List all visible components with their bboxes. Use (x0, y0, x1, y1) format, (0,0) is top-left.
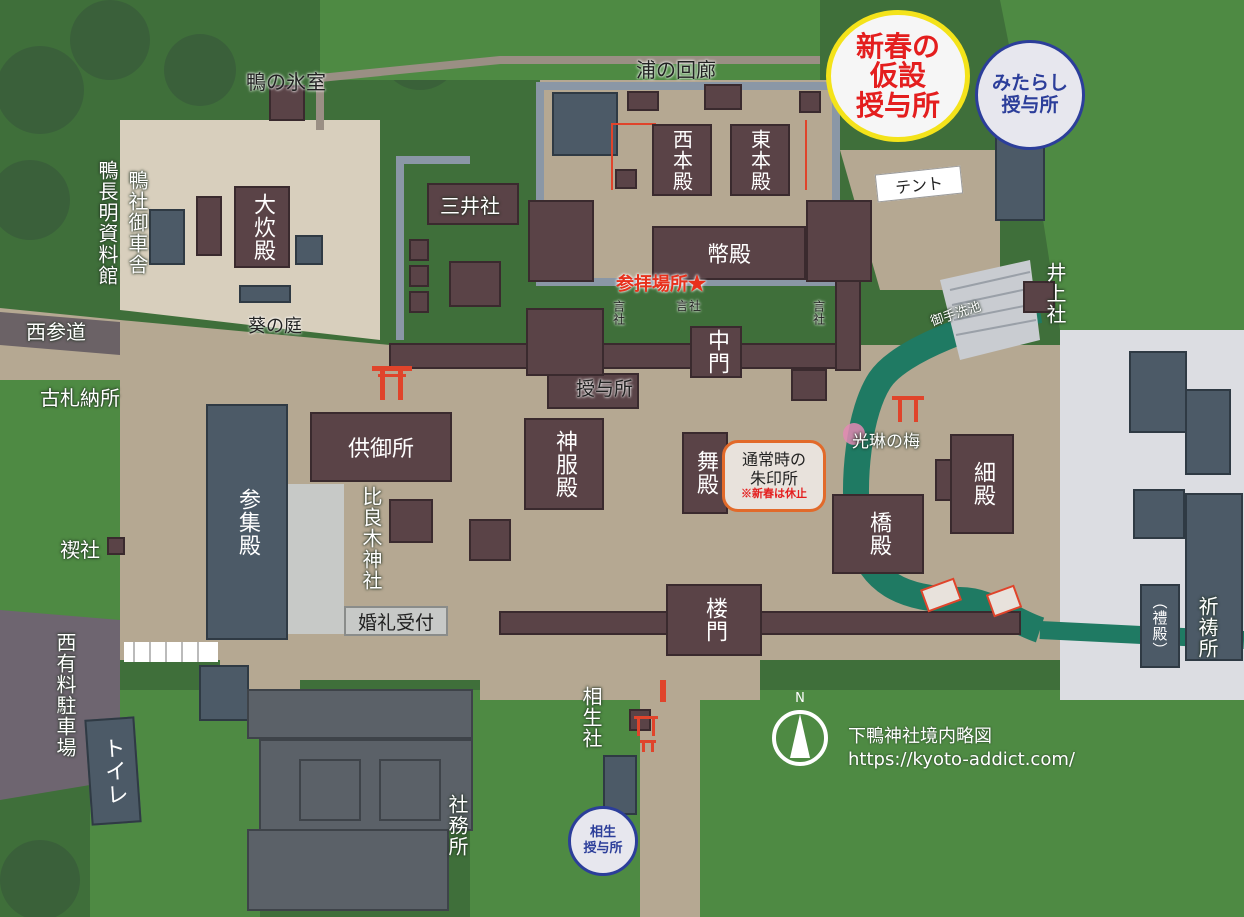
oidono-building: 大炊殿 (234, 186, 290, 268)
romon-building: 楼門 (666, 584, 762, 656)
sanshuden-label: 参集殿 (235, 487, 260, 557)
higashi-honden-building: 東本殿 (730, 124, 790, 196)
raiden-label: （禮殿） (1150, 594, 1169, 658)
kugosho-building: 供御所 (310, 412, 452, 482)
gensha-label-3: 言社 (811, 300, 826, 326)
mitarashi-line1: みたらし (991, 72, 1068, 95)
kitoujo-building: （禮殿） (1140, 584, 1180, 668)
heiden-label: 幣殿 (706, 243, 751, 268)
romon-label: 楼門 (702, 597, 727, 643)
parking-label: 西有料駐車場 (53, 632, 77, 758)
aioi-line1: 相生 (589, 825, 616, 841)
aioi-line2: 授与所 (583, 841, 623, 856)
konrei-uketsuke: 婚礼受付 (344, 606, 448, 636)
shinpuku-label: 神服殿 (552, 429, 577, 499)
hosodono-building: 細殿 (950, 434, 1014, 534)
gensha-label-1: 言社 (611, 300, 626, 326)
maidono-label: 舞殿 (693, 450, 718, 496)
toilet-building: トイレ (84, 716, 142, 826)
shuin-note: ※新春は休止 (741, 487, 807, 501)
new-year-line3: 授与所 (855, 88, 940, 122)
nishi-honden-label: 西本殿 (669, 128, 694, 192)
shuin-line1: 通常時の (741, 450, 806, 470)
juyosho-label: 授与所 (576, 378, 634, 400)
mitarashi-line2: 授与所 (1001, 94, 1059, 116)
east-hall-building (806, 200, 872, 282)
tent-text: テント (894, 173, 945, 198)
aoi-niwa-label: 葵の庭 (248, 316, 302, 337)
higashi-honden-label: 東本殿 (747, 128, 772, 192)
aioi-callout: 相生 授与所 (568, 806, 638, 876)
toilet-label: トイレ (98, 735, 129, 807)
kourin-label: 光琳の梅 (852, 432, 920, 452)
inoue-label: 井上社 (1043, 262, 1067, 325)
hiragi-label: 比良木神社 (359, 486, 383, 591)
konrei-label: 婚礼受付 (357, 611, 434, 634)
hashidono-building: 橋殿 (832, 494, 924, 574)
map-title: 下鴨神社境内略図 (848, 726, 992, 747)
hosodono-label: 細殿 (970, 461, 995, 507)
oidono-label: 大炊殿 (250, 192, 275, 262)
kitoujo-label: 祈祷所 (1195, 596, 1219, 659)
misogi-label: 禊社 (60, 538, 100, 562)
gensha-label-2: 言社 (676, 299, 703, 313)
site-url[interactable]: https://kyoto-addict.com/ (848, 748, 1075, 770)
chumon-building: 中門 (690, 326, 742, 378)
heiden-building: 幣殿 (652, 226, 806, 280)
nishi-honden-building: 西本殿 (652, 124, 712, 196)
mitarashi-callout: みたらし 授与所 (975, 40, 1085, 150)
shamusho-label: 社務所 (445, 794, 469, 857)
kamo-chomei-label: 鴨長明資料館 (95, 160, 119, 286)
new-year-callout: 新春の 仮設 授与所 (826, 10, 970, 142)
kamo-himuro-label: 鴨の氷室 (246, 70, 326, 94)
kamo-gosha-building (196, 196, 222, 256)
kugosho-label: 供御所 (347, 437, 414, 462)
chumon-label: 中門 (704, 329, 729, 375)
north-arrow-icon: N (772, 691, 828, 766)
hashidono-label: 橋殿 (866, 511, 891, 557)
ura-kairo-label: 浦の回廊 (636, 58, 716, 82)
map-credit: 下鴨神社境内略図 https://kyoto-addict.com/ (848, 726, 1075, 771)
kamo-gosha-label: 鴨社御車舎 (125, 170, 149, 275)
west-gate-building (526, 308, 604, 376)
sanshuden-building: 参集殿 (206, 404, 288, 640)
aioi-label: 相生社 (579, 686, 603, 749)
furufuda-label: 古札納所 (40, 386, 120, 410)
new-year-line2: 仮設 (869, 59, 926, 93)
west-hall-building (528, 200, 594, 282)
maidono-building: 舞殿 (682, 432, 728, 514)
shuin-line2: 朱印所 (749, 468, 798, 488)
new-year-line1: 新春の (855, 29, 940, 63)
shuin-callout: 通常時の 朱印所 ※新春は休止 (722, 440, 826, 512)
compass-n-label: N (795, 691, 805, 706)
mitsui-label: 三井社 (440, 194, 500, 218)
worship-spot-label: 参拝場所★ (616, 274, 706, 295)
nishi-sando-label: 西参道 (26, 320, 86, 344)
shinpuku-building: 神服殿 (524, 418, 604, 510)
